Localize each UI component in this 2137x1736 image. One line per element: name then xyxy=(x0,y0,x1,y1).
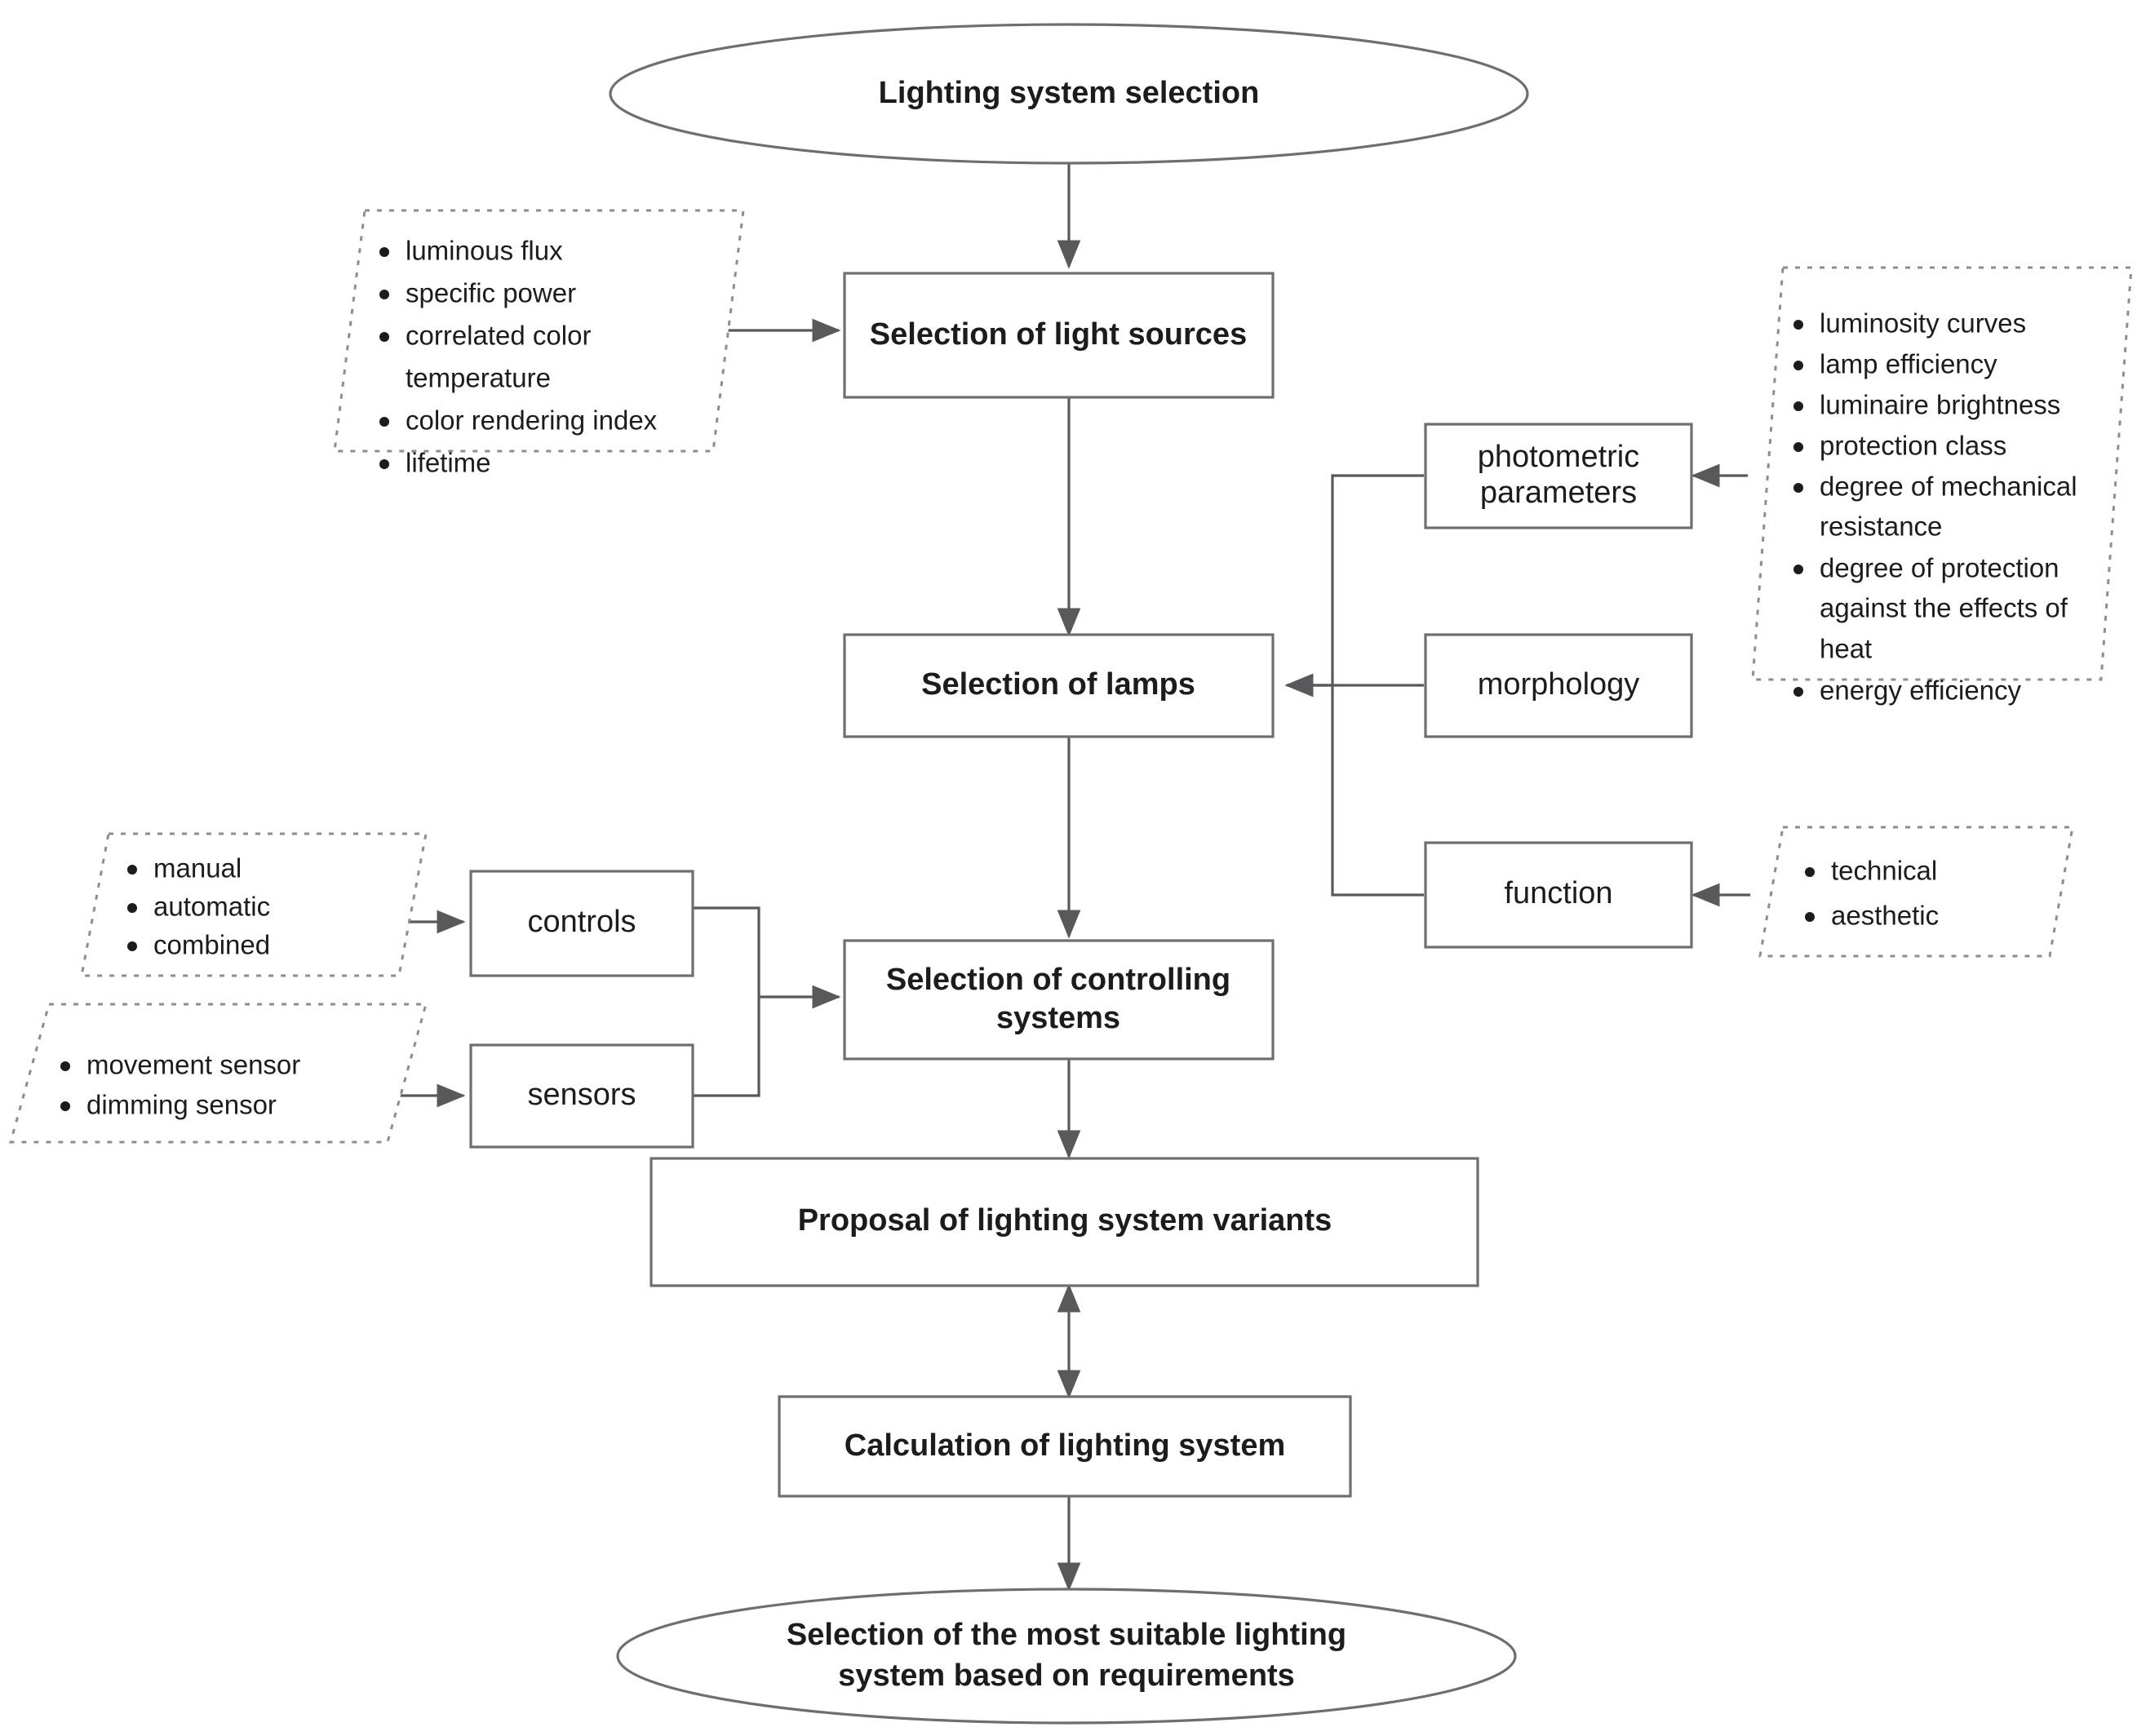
end-node-ellipse xyxy=(616,1588,1517,1725)
criteria-item: dimming sensor xyxy=(86,1090,277,1120)
light-sources-label: Selection of light sources xyxy=(870,317,1247,352)
proposal-box xyxy=(650,1157,1479,1287)
criteria-item: degree of mechanical xyxy=(1820,472,2077,502)
controlling-systems-label-line2: systems xyxy=(996,1001,1120,1035)
criteria-item-continuation: against the effects of xyxy=(1820,593,2068,623)
photometric-criteria-parallelogram xyxy=(1751,266,2133,681)
criteria-item: lamp efficiency xyxy=(1820,349,1997,379)
bullet-dot-icon xyxy=(60,1101,70,1111)
criteria-item: technical xyxy=(1831,856,1937,886)
criteria-item: lifetime xyxy=(406,448,491,478)
bullet-dot-icon xyxy=(379,290,389,299)
sensors-criteria-group[interactable]: movement sensor dimming sensor xyxy=(9,1003,428,1144)
calculation-box xyxy=(778,1395,1352,1498)
bullet-dot-icon xyxy=(379,247,389,257)
lamps-box xyxy=(843,633,1275,738)
criteria-item: protection class xyxy=(1820,431,2006,461)
bullet-dot-icon xyxy=(1805,912,1815,922)
node-calculation-of-lighting-system[interactable]: Calculation of lighting system xyxy=(778,1395,1352,1498)
function-label: function xyxy=(1504,876,1612,910)
criteria-item: automatic xyxy=(153,892,270,922)
bullet-dot-icon xyxy=(60,1061,70,1071)
node-controls[interactable]: controls xyxy=(469,870,694,977)
controlling-systems-label-line1: Selection of controlling xyxy=(886,963,1230,997)
morphology-box xyxy=(1424,633,1693,738)
bullet-dot-icon xyxy=(1793,483,1803,493)
photometric-parameters-box xyxy=(1424,423,1693,529)
sensors-criteria-parallelogram xyxy=(9,1003,428,1144)
bullet-dot-icon xyxy=(1793,361,1803,370)
bullet-dot-icon xyxy=(1793,320,1803,330)
criteria-item: energy efficiency xyxy=(1820,675,2022,706)
node-photometric-parameters[interactable]: photometric parameters xyxy=(1424,423,1693,529)
edges-layer xyxy=(400,163,1750,1592)
criteria-item: luminaire brightness xyxy=(1820,390,2060,420)
light-sources-box xyxy=(843,272,1275,399)
controls-criteria-parallelogram xyxy=(80,832,428,977)
sensors-box xyxy=(469,1043,694,1149)
function-criteria-group[interactable]: technical aesthetic xyxy=(1758,826,2074,958)
photometric-parameters-label-line1: photometric xyxy=(1478,440,1640,474)
function-criteria-list: technical aesthetic xyxy=(1805,856,1939,931)
end-node-label-line1: Selection of the most suitable lighting xyxy=(787,1618,1346,1652)
controlling-systems-box xyxy=(843,939,1275,1061)
calculation-label: Calculation of lighting system xyxy=(845,1428,1286,1463)
node-morphology[interactable]: morphology xyxy=(1424,633,1693,738)
start-node[interactable]: Lighting system selection xyxy=(609,23,1529,165)
controls-criteria-list: manual automatic combined xyxy=(127,853,270,960)
start-node-label: Lighting system selection xyxy=(879,76,1260,110)
end-node-label-line2: system based on requirements xyxy=(838,1658,1295,1693)
criteria-item: aesthetic xyxy=(1831,901,1939,931)
bullet-dot-icon xyxy=(127,903,137,913)
sensors-label: sensors xyxy=(527,1078,636,1112)
node-selection-of-light-sources[interactable]: Selection of light sources xyxy=(843,272,1275,399)
photometric-criteria-group[interactable]: luminosity curves lamp efficiency lumina… xyxy=(1751,266,2133,706)
morphology-label: morphology xyxy=(1478,667,1640,702)
bullet-dot-icon xyxy=(127,865,137,875)
bullet-dot-icon xyxy=(379,332,389,342)
proposal-label: Proposal of lighting system variants xyxy=(798,1203,1332,1238)
start-node-ellipse xyxy=(609,23,1529,165)
bullet-dot-icon xyxy=(1793,687,1803,697)
criteria-item: combined xyxy=(153,930,270,960)
criteria-item: specific power xyxy=(406,278,576,308)
end-node[interactable]: Selection of the most suitable lighting … xyxy=(616,1588,1517,1725)
sensors-criteria-list: movement sensor dimming sensor xyxy=(60,1050,300,1120)
node-selection-of-lamps[interactable]: Selection of lamps xyxy=(843,633,1275,738)
criteria-item-continuation: resistance xyxy=(1820,512,1942,542)
criteria-item: luminous flux xyxy=(406,236,563,266)
criteria-item: degree of protection xyxy=(1820,553,2059,583)
bullet-dot-icon xyxy=(1793,401,1803,411)
criteria-item: movement sensor xyxy=(86,1050,300,1080)
node-selection-of-controlling-systems[interactable]: Selection of controlling systems xyxy=(843,939,1275,1061)
bullet-dot-icon xyxy=(379,417,389,427)
photometric-parameters-label-line2: parameters xyxy=(1480,476,1637,510)
criteria-item: luminosity curves xyxy=(1820,308,2026,339)
bullet-dot-icon xyxy=(1793,442,1803,452)
criteria-item: correlated color xyxy=(406,321,591,351)
function-box xyxy=(1424,841,1693,949)
controls-label: controls xyxy=(527,905,636,939)
controls-criteria-group[interactable]: manual automatic combined xyxy=(80,832,428,977)
bullet-dot-icon xyxy=(379,459,389,469)
criteria-item-continuation: temperature xyxy=(406,363,551,393)
criteria-item-continuation: heat xyxy=(1820,634,1872,664)
criteria-item: manual xyxy=(153,853,242,884)
bullet-dot-icon xyxy=(1805,867,1815,877)
bullet-dot-icon xyxy=(127,941,137,951)
node-proposal-of-lighting-system-variants[interactable]: Proposal of lighting system variants xyxy=(650,1157,1479,1287)
criteria-item: color rendering index xyxy=(406,405,658,436)
photometric-criteria-list: luminosity curves lamp efficiency lumina… xyxy=(1793,308,2077,706)
edge-controls-sensors-merge-to-controlling xyxy=(694,906,839,1097)
node-sensors[interactable]: sensors xyxy=(469,1043,694,1149)
light-source-criteria-list: luminous flux specific power correlated … xyxy=(379,236,658,478)
lamps-label: Selection of lamps xyxy=(921,667,1195,702)
light-source-criteria-group[interactable]: luminous flux specific power correlated … xyxy=(333,209,745,478)
light-source-criteria-parallelogram xyxy=(333,209,745,453)
node-function[interactable]: function xyxy=(1424,841,1693,949)
bullet-dot-icon xyxy=(1793,565,1803,574)
controls-box xyxy=(469,870,694,977)
function-criteria-parallelogram xyxy=(1758,826,2074,958)
